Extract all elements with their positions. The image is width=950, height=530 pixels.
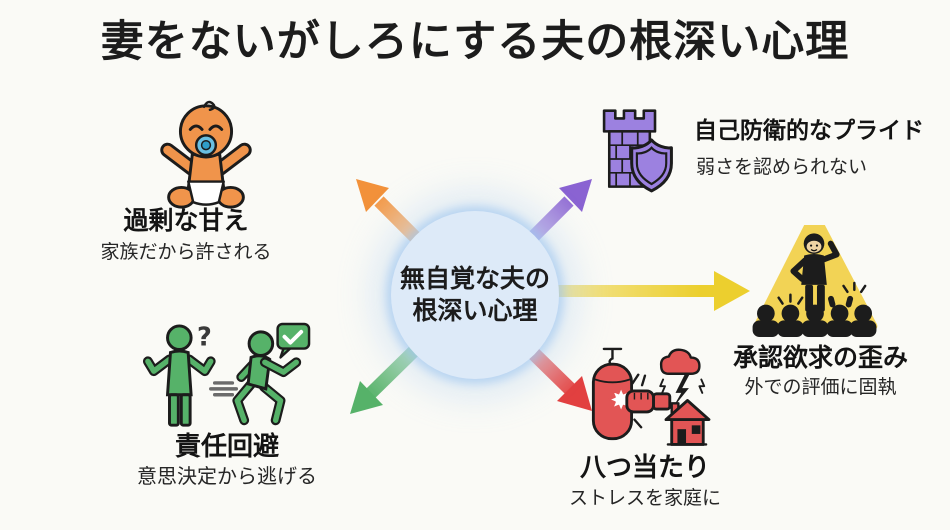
baby-icon — [160, 100, 252, 209]
shrug-runner-icon: ? — [142, 323, 311, 427]
center-node: 無自覚な夫の 根深い心理 — [391, 211, 559, 379]
node-subtext: 意思決定から逃げる — [137, 464, 317, 488]
node-subtext: ストレスを家庭に — [568, 487, 721, 509]
node-heading: 承認欲求の歪み — [732, 343, 908, 372]
arrow-yellow — [552, 271, 750, 311]
audience-silhouettes — [752, 304, 877, 338]
arrow-green — [350, 343, 422, 414]
node-heading: 責任回避 — [174, 432, 279, 462]
node-subtext: 家族だから許される — [100, 241, 272, 263]
punching-bag-house-icon — [591, 347, 711, 446]
spotlight-audience-icon — [752, 224, 878, 338]
center-text-line2: 根深い心理 — [412, 296, 538, 325]
castle-shield-icon — [602, 109, 673, 193]
arrow-orange — [356, 179, 425, 247]
arrow-red — [522, 341, 592, 411]
node-subtext: 弱さを認められない — [696, 156, 868, 178]
question-mark-glyph: ? — [197, 323, 212, 353]
node-subtext: 外での評価に固執 — [744, 376, 897, 398]
node-heading: 八つ当たり — [579, 453, 710, 483]
node-heading: 自己防衛的なプライド — [694, 118, 924, 144]
arrow-purple — [523, 179, 592, 247]
page-title: 妻をないがしろにする夫の根深い心理 — [100, 17, 850, 67]
node-heading: 過剰な甘え — [123, 206, 249, 235]
center-text-line1: 無自覚な夫の — [399, 263, 550, 293]
